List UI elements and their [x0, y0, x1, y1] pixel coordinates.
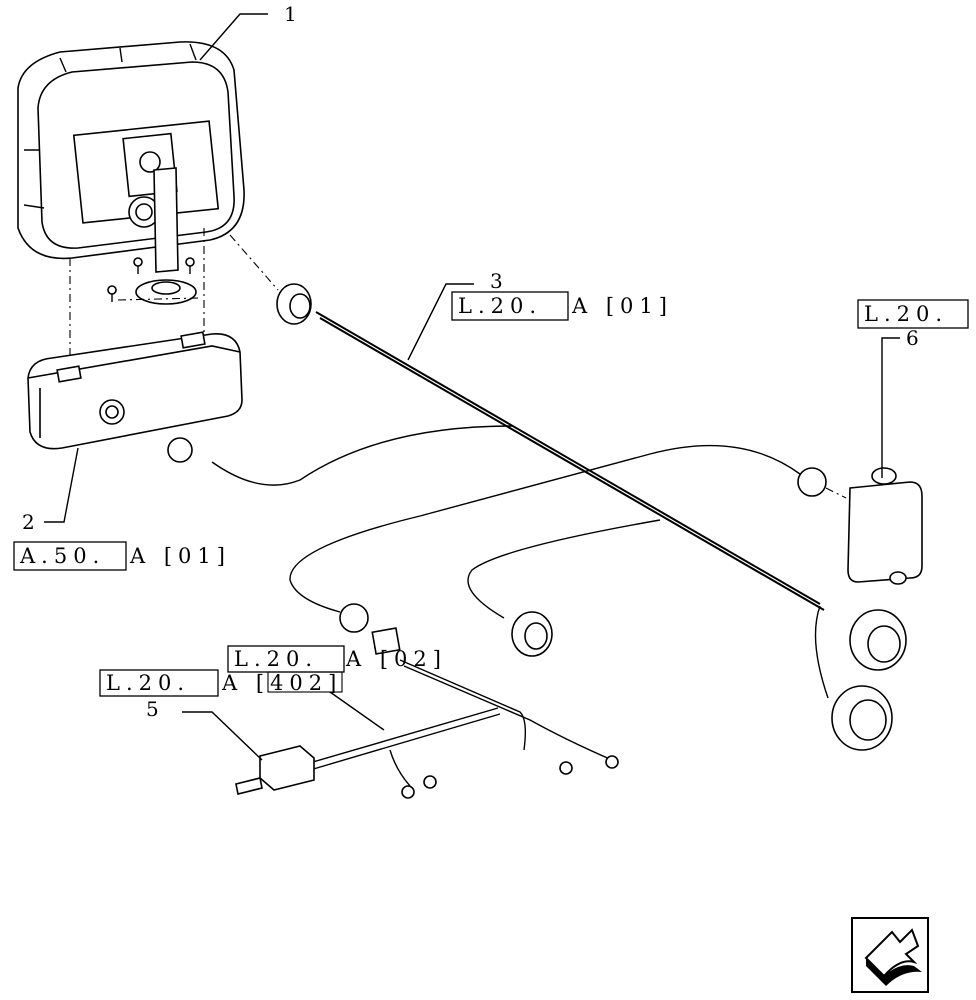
ref-code-box: L.20.	[234, 647, 318, 671]
ref-L20-callout-6[interactable]: L.20.	[857, 299, 969, 329]
ref-L20A-01-callout-3[interactable]: L.20. A [01]	[451, 291, 673, 321]
ref-code-tail: A [02]	[345, 647, 447, 671]
main-harness-part	[211, 283, 907, 751]
ref-code-box: L.20.	[106, 671, 190, 695]
callout-6: 6	[881, 326, 919, 478]
ref-code-box: A.50.	[19, 544, 105, 568]
callout-3-label: 3	[490, 269, 503, 293]
callout-2-label: 2	[22, 510, 35, 534]
ref-code-tail: A [01]	[129, 544, 231, 568]
control-box-part	[27, 331, 243, 463]
ref-code-tail: A [402]	[221, 671, 342, 695]
callout-6-label: 6	[906, 326, 919, 350]
ref-code-box: L.20.	[458, 294, 542, 318]
ref-code-tail: A [01]	[571, 294, 673, 318]
ref-code-box: L.20.	[864, 302, 948, 326]
callout-1: 1	[199, 2, 297, 61]
monitor-display-part	[17, 41, 245, 305]
next-page-arrow-icon[interactable]	[851, 917, 929, 993]
callout-5-label: 5	[146, 697, 159, 721]
ref-L20A-402-callout-5[interactable]: L.20. A [402]	[99, 669, 385, 731]
relay-module-part	[825, 467, 923, 585]
ref-L20A-02[interactable]: L.20. A [02]	[227, 645, 447, 673]
sub-harness-part	[235, 659, 619, 799]
ref-A50A-01-callout-2[interactable]: A.50. A [01]	[13, 541, 231, 571]
callout-3: 3	[407, 269, 503, 361]
callout-1-label: 1	[284, 2, 297, 26]
callout-2: 2	[22, 447, 79, 534]
callout-5: 5	[146, 697, 263, 761]
